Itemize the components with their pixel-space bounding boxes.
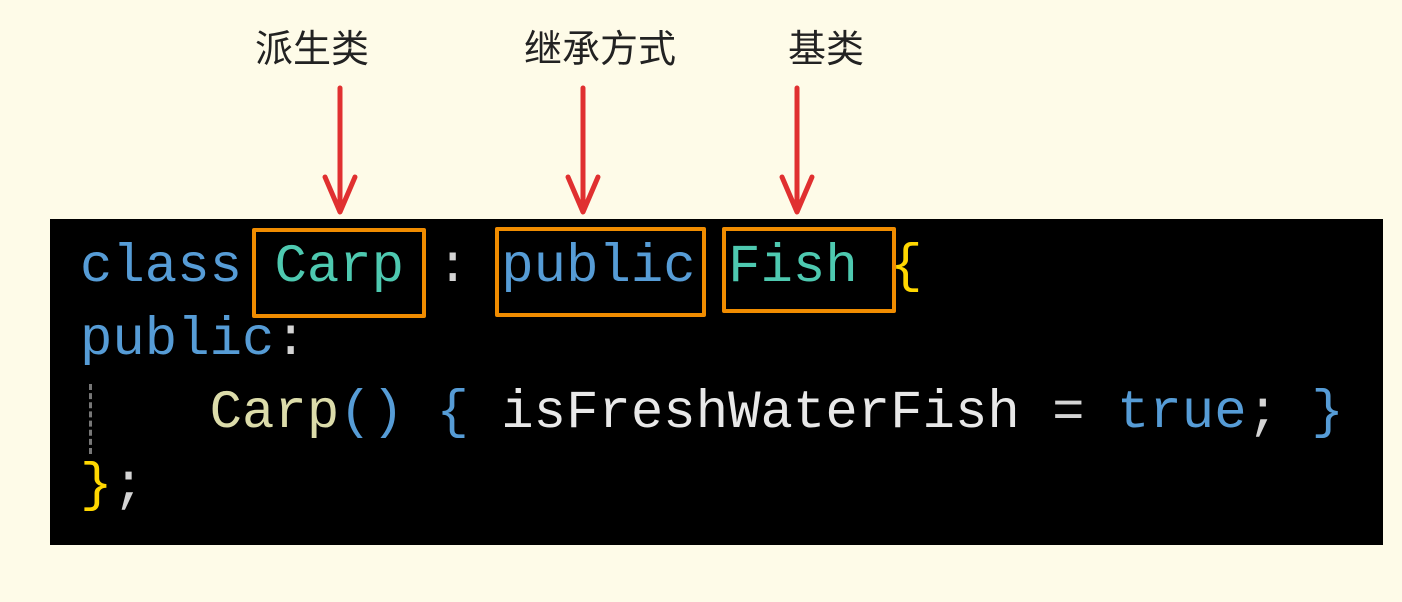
equals: = [1019, 383, 1117, 444]
semicolon: ; [1246, 383, 1280, 444]
indent-guide [89, 384, 92, 454]
label-base-class: 基类 [787, 27, 865, 71]
highlight-box-access [495, 227, 706, 317]
code-block: class Carp : public Fish { public: Carp(… [50, 219, 1383, 545]
access-specifier: public [501, 237, 696, 298]
ctor-open-brace: { [436, 383, 469, 444]
member-variable: isFreshWaterFish [501, 383, 1020, 444]
keyword-public: public [80, 310, 275, 371]
code-line-3: Carp() { isFreshWaterFish = true; } [80, 377, 1344, 450]
highlight-box-derived [252, 228, 426, 318]
base-class-name: Fish [728, 237, 858, 298]
literal-true: true [1116, 383, 1247, 444]
colon: : [274, 310, 307, 371]
code-line-2: public: [80, 304, 307, 377]
label-inheritance-mode: 继承方式 [523, 27, 677, 71]
arrow-derived [322, 85, 358, 215]
ctor-close-brace: } [1311, 383, 1344, 444]
code-line-1: class Carp : public Fish { [80, 231, 923, 304]
constructor-name: Carp [209, 383, 340, 444]
semicolon: ; [112, 456, 145, 517]
arrow-access [565, 85, 601, 215]
code-line-4: }; [80, 450, 145, 523]
arrow-base [779, 85, 815, 215]
derived-class-name: Carp [274, 237, 405, 298]
highlight-box-base [722, 227, 896, 313]
colon: : [404, 237, 502, 298]
close-brace: } [80, 456, 113, 517]
label-derived-class: 派生类 [254, 27, 370, 71]
keyword-class: class [80, 237, 243, 298]
parens: () [339, 383, 405, 444]
